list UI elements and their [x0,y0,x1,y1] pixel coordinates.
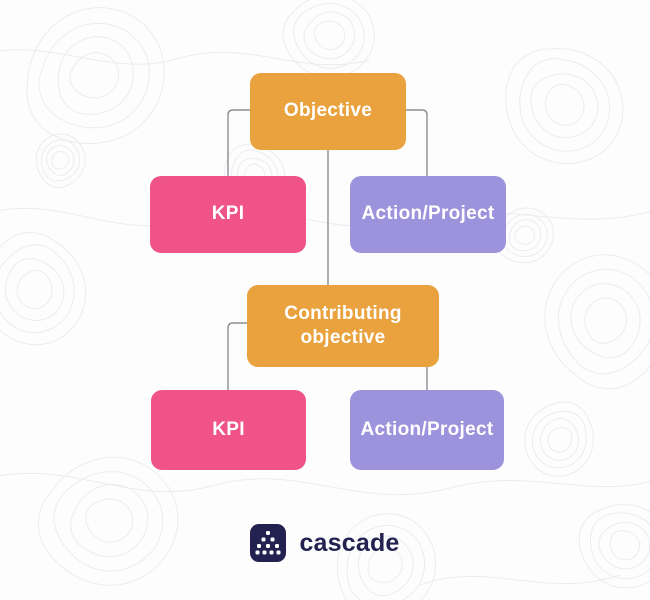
node-kpi-top-label: KPI [211,203,245,225]
node-contributing-objective: Contributing objective [247,285,439,367]
logo-badge-square [250,524,287,562]
logo-dots [255,531,281,555]
node-objective-label: Objective [283,100,373,122]
node-kpi-bottom: KPI [151,390,306,470]
node-action-project-top: Action/Project [350,176,506,253]
node-action-project-bottom-label: Action/Project [360,418,494,440]
node-contributing-objective-label: Contributing objective [284,302,402,348]
node-kpi-top: KPI [150,176,306,253]
node-action-project-top-label: Action/Project [361,203,495,225]
brand-footer: cascade [0,524,650,562]
node-kpi-bottom-label: KPI [212,418,245,440]
cascade-logo-text: cascade [299,528,400,557]
node-objective: Objective [250,73,406,150]
dot-pyramid-icon [250,524,287,562]
node-action-project-bottom: Action/Project [350,390,504,470]
